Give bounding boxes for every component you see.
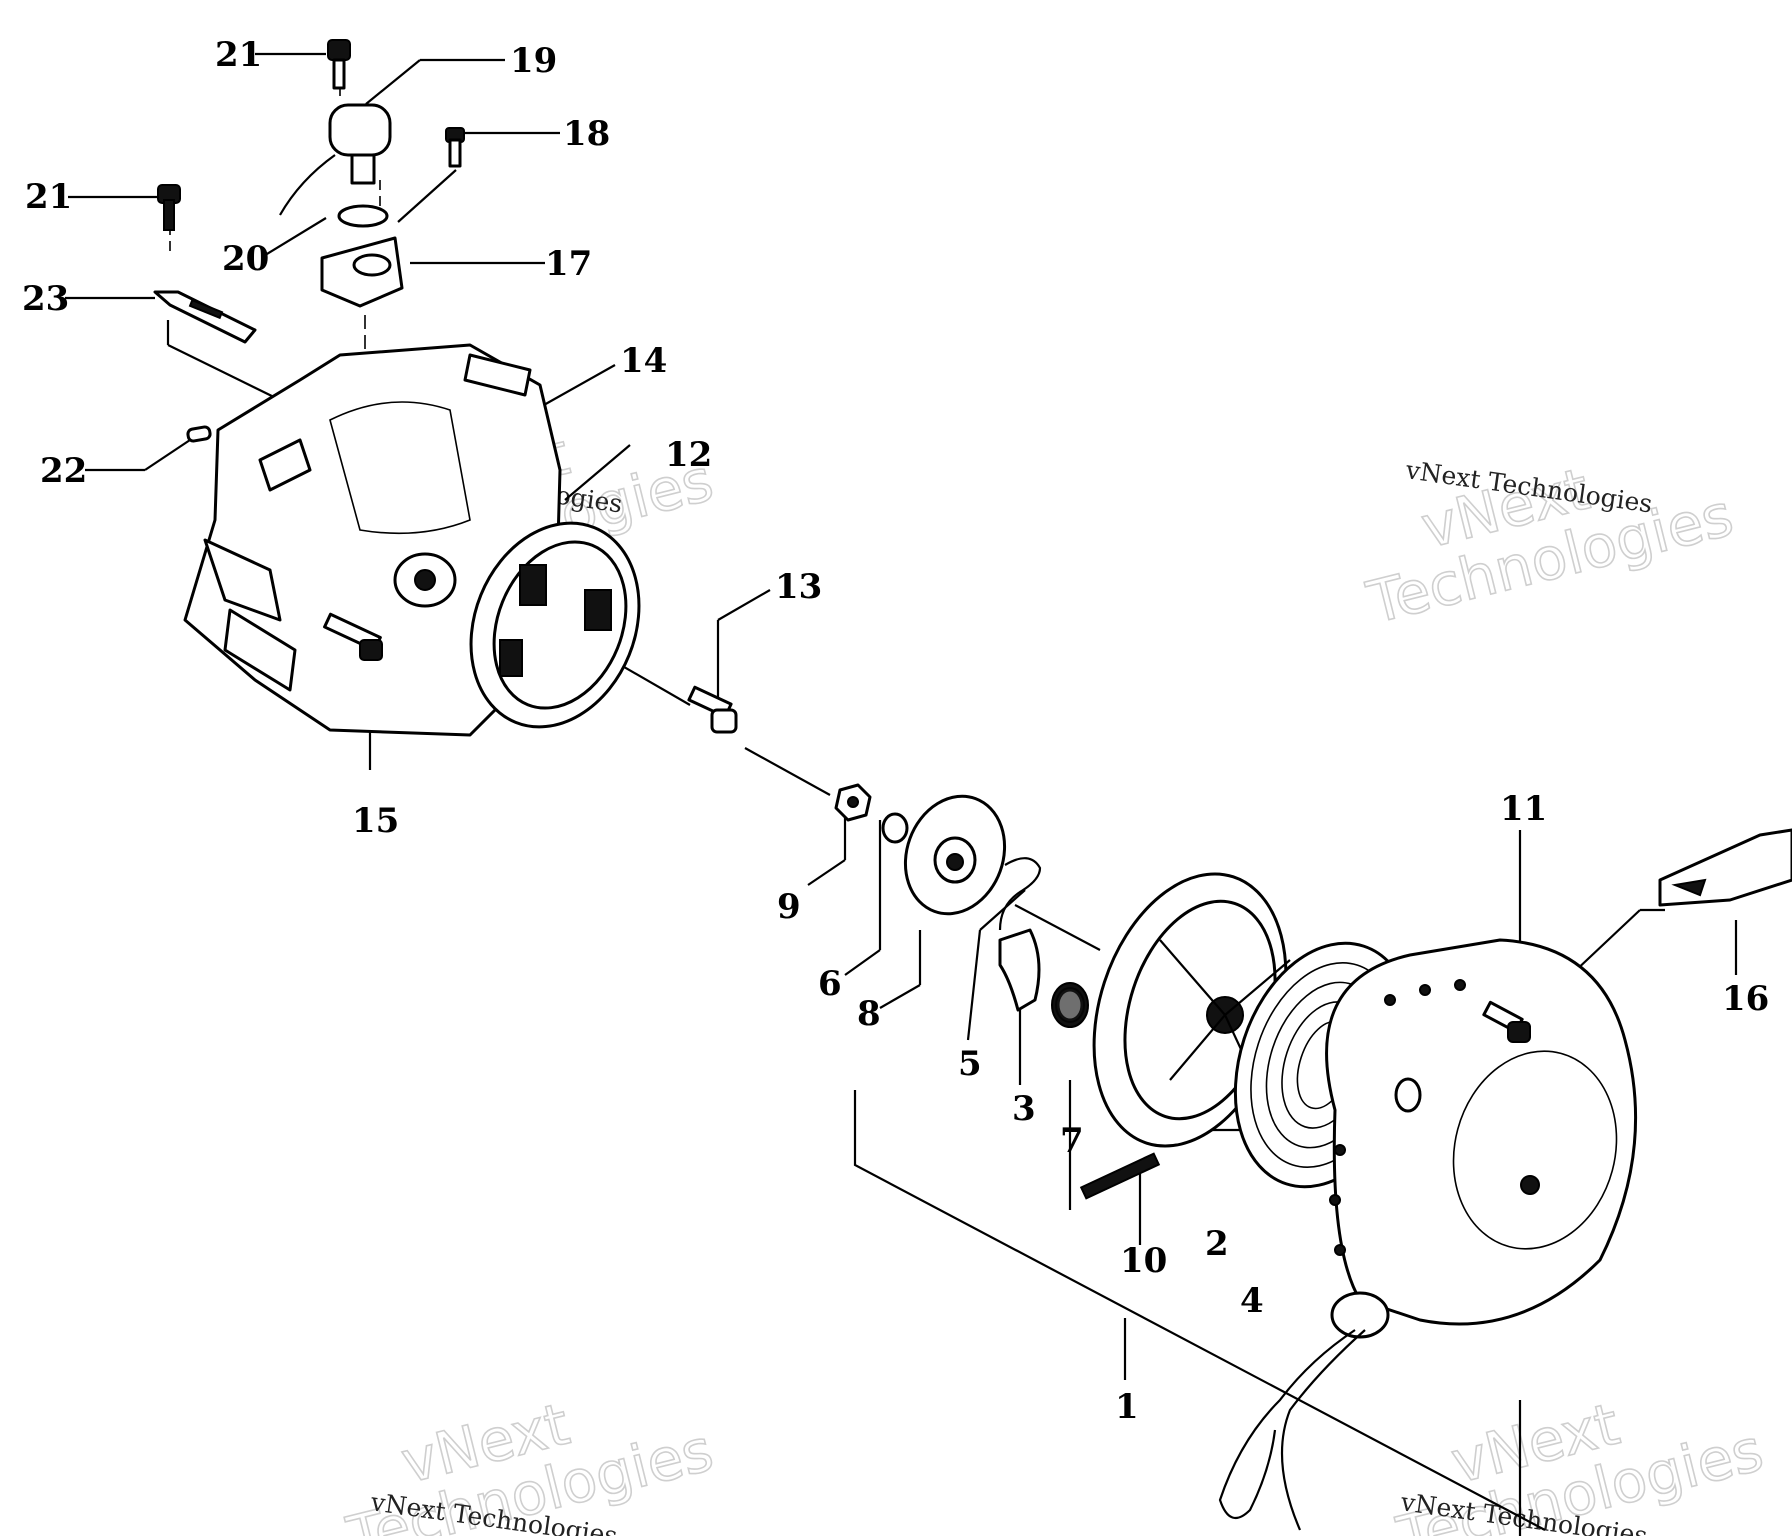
washer-part-6	[881, 812, 909, 844]
callout-11: 11	[1500, 789, 1547, 829]
callout-8: 8	[857, 994, 881, 1034]
callout-5: 5	[958, 1044, 982, 1084]
callout-21-left: 21	[25, 177, 72, 217]
callout-7: 7	[1060, 1121, 1084, 1161]
washer-part-20	[337, 204, 389, 228]
starter-cup-part-12	[469, 521, 641, 729]
callout-13: 13	[775, 567, 822, 607]
spring-clip-part-5	[998, 857, 1042, 931]
valve-part-19	[279, 103, 392, 216]
callout-4: 4	[1240, 1281, 1264, 1321]
callout-labels: 21 19 18 21 20 17 23 14 22 12 13 15 9 6 …	[22, 35, 1769, 1427]
pulley-plate-part-8	[903, 794, 1007, 916]
callout-21-top: 21	[215, 35, 262, 75]
callout-10: 10	[1120, 1241, 1167, 1281]
callout-3: 3	[1012, 1089, 1036, 1129]
bracket-part-23	[153, 290, 257, 344]
screw-part-21-top	[327, 39, 351, 90]
leader-lines	[65, 52, 1738, 1536]
screw-part-21-left	[157, 184, 181, 231]
screw-part-11	[1482, 1000, 1531, 1043]
emblem-part-16	[1658, 828, 1792, 907]
bolt-part-13	[687, 685, 738, 734]
callout-2: 2	[1205, 1224, 1229, 1264]
fan-housing-part-14	[183, 343, 562, 737]
nut-part-9	[834, 783, 872, 822]
callout-14: 14	[620, 341, 667, 381]
callout-15: 15	[352, 801, 399, 841]
screw-part-18	[445, 127, 465, 168]
pawl-part-3	[998, 928, 1041, 1012]
callout-17: 17	[545, 244, 592, 284]
pin-part-22	[186, 425, 212, 443]
starter-grip-rope	[1218, 1291, 1390, 1531]
callout-22: 22	[40, 451, 87, 491]
base-block-part-17	[320, 236, 404, 308]
callout-6: 6	[818, 964, 842, 1004]
callout-9: 9	[777, 887, 801, 927]
callout-16: 16	[1722, 979, 1769, 1019]
callout-20: 20	[222, 239, 269, 279]
spring-part-7	[1051, 982, 1089, 1028]
bolt-part-15	[323, 612, 383, 661]
callout-23: 23	[22, 279, 69, 319]
callout-18: 18	[563, 114, 610, 154]
shaft-part-10	[1079, 1152, 1161, 1200]
callout-12: 12	[665, 435, 712, 475]
callout-1: 1	[1115, 1387, 1139, 1427]
starter-case	[1325, 938, 1638, 1326]
parts-artwork	[153, 39, 1792, 1531]
callout-19: 19	[510, 41, 557, 81]
